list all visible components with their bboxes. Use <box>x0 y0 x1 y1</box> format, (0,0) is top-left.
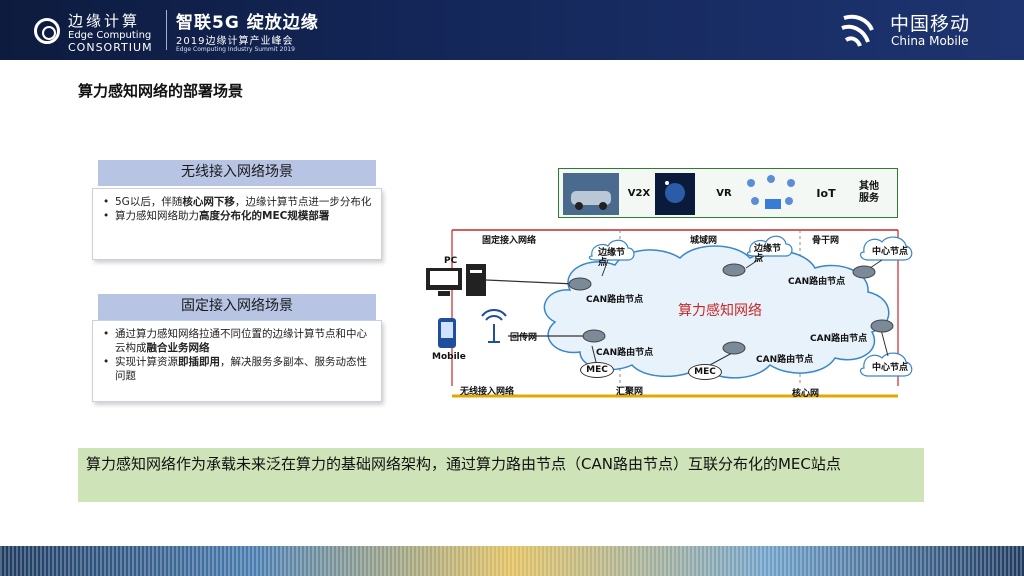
wireless-box-title: 无线接入网络场景 <box>98 160 376 186</box>
label-fixed-access: 固定接入网络 <box>482 233 536 246</box>
vr-thumbnail <box>655 173 695 215</box>
label-can-node: CAN路由节点 <box>586 292 643 305</box>
header-divider <box>166 10 167 50</box>
gear-icon <box>34 18 60 44</box>
label-center-node: 中心节点 <box>872 360 908 373</box>
page-title: 算力感知网络的部署场景 <box>78 80 243 101</box>
footer-decoration <box>0 546 1024 576</box>
brand-cn: 中国移动 <box>890 9 970 36</box>
label-backbone: 骨干网 <box>812 233 839 246</box>
antenna-icon <box>482 310 506 342</box>
fixed-box-body: 通过算力感知网络拉通不同位置的边缘计算节点和中心云构成融合业务网络 实现计算资源… <box>92 320 382 402</box>
wireless-box-body: 5G以后，伴随核心网下移，边缘计算节点进一步分布化 算力感知网络助力高度分布化的… <box>92 188 382 260</box>
fixed-list: 通过算力感知网络拉通不同位置的边缘计算节点和中心云构成融合业务网络 实现计算资源… <box>101 327 373 383</box>
summit-title: 智联5G 绽放边缘 <box>176 8 319 33</box>
summit-english: Edge Computing Industry Summit 2019 <box>176 46 295 53</box>
mec-badge: MEC <box>688 364 722 380</box>
logo-en-line2: CONSORTIUM <box>68 41 153 54</box>
service-other: 其他 服务 <box>851 181 887 205</box>
brand-en: China Mobile <box>891 34 968 48</box>
fixed-box-title: 固定接入网络场景 <box>98 294 376 320</box>
list-item: 通过算力感知网络拉通不同位置的边缘计算节点和中心云构成融合业务网络 <box>101 327 373 355</box>
summary-banner: 算力感知网络作为承载未来泛在算力的基础网络架构，通过算力路由节点（CAN路由节点… <box>78 448 924 502</box>
label-center-node: 中心节点 <box>872 244 908 257</box>
edge-computing-logo: 边缘计算 Edge Computing CONSORTIUM <box>34 8 174 54</box>
logo-en-line1: Edge Computing <box>68 30 151 41</box>
service-v2x: V2X <box>625 188 653 200</box>
label-wireless-access: 无线接入网络 <box>460 384 514 397</box>
list-item: 算力感知网络助力高度分布化的MEC规模部署 <box>101 209 373 223</box>
wireless-list: 5G以后，伴随核心网下移，边缘计算节点进一步分布化 算力感知网络助力高度分布化的… <box>101 195 373 223</box>
mec-badge: MEC <box>580 362 614 378</box>
label-core: 核心网 <box>792 386 819 399</box>
label-edge-node: 边缘节 点 <box>598 248 625 268</box>
service-iot: IoT <box>813 188 839 200</box>
logo-cn: 边缘计算 <box>68 10 140 31</box>
header-banner: 边缘计算 Edge Computing CONSORTIUM 智联5G 绽放边缘… <box>0 0 1024 60</box>
list-item: 实现计算资源即插即用，解决服务多副本、服务动态性问题 <box>101 355 373 383</box>
label-can-node: CAN路由节点 <box>788 274 845 287</box>
label-can-node: CAN路由节点 <box>810 331 867 344</box>
services-panel: V2X VR IoT 其他 服务 <box>558 168 898 218</box>
label-metro: 城域网 <box>690 233 717 246</box>
car-thumbnail <box>563 173 619 215</box>
label-mobile: Mobile <box>432 352 466 362</box>
iot-thumbnail <box>741 173 801 215</box>
list-item: 5G以后，伴随核心网下移，边缘计算节点进一步分布化 <box>101 195 373 209</box>
china-mobile-logo-icon <box>838 10 878 50</box>
label-edge-node: 边缘节 点 <box>754 244 781 264</box>
label-pc: PC <box>444 256 457 266</box>
label-backhaul: 回传网 <box>510 330 537 343</box>
summit-subtitle: 2019边缘计算产业峰会 <box>176 32 293 47</box>
service-vr: VR <box>711 188 737 200</box>
label-can-node: CAN路由节点 <box>596 345 653 358</box>
network-diagram: V2X VR IoT 其他 服务 固定接入网络 城域网 骨干网 无线接入网络 汇… <box>420 160 940 410</box>
mobile-phone-icon <box>438 318 456 348</box>
pc-icon <box>426 264 486 296</box>
label-aggregation: 汇聚网 <box>616 384 643 397</box>
label-can-node: CAN路由节点 <box>756 352 813 365</box>
pc-link <box>486 280 575 284</box>
cloud-label: 算力感知网络 <box>678 300 762 320</box>
